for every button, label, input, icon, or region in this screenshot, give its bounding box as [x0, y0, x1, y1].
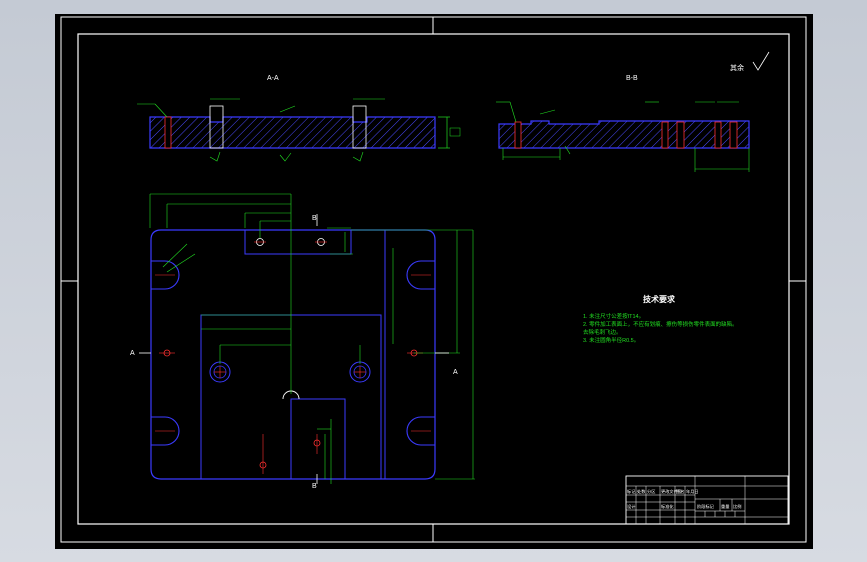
section-marker-b-bottom: B [312, 483, 317, 490]
title-cell-biaoji: 标记 [627, 488, 636, 495]
section-bb-label: B-B [626, 75, 638, 82]
tech-req-item-3: 3. 未注圆角半径R0.5。 [583, 336, 639, 344]
title-cell-bili: 比例 [733, 503, 741, 510]
title-cell-jieduan: 阶段标记 [697, 503, 715, 510]
title-cell-sheji: 设计 [627, 503, 635, 510]
sheet-frame [60, 16, 807, 543]
tech-req-item-2b: 去除毛刺飞边。 [583, 328, 622, 336]
section-marker-a-left: A [130, 350, 135, 357]
plan-view[interactable]: A A B B [130, 193, 475, 490]
section-marker-a-right: A [453, 369, 458, 376]
title-cell-genggai: 更改文件号 [661, 488, 682, 495]
title-cell-biaozhunhua: 标准化 [661, 503, 674, 510]
section-bb-view[interactable]: B-B [496, 75, 750, 172]
tech-req-item-2: 2. 零件加工表面上，不应有划痕、擦伤等损伤零件表面的缺陷。 [583, 320, 738, 328]
section-cut-markers [139, 214, 449, 484]
section-aa-view[interactable]: A-A [137, 75, 461, 162]
plan-dimensions [149, 193, 475, 484]
roughness-note: 其余 [730, 51, 770, 72]
centerlines [155, 241, 431, 474]
title-block[interactable]: 标记 处数 分区 更改文件号 签名 年月日 设计 标准化 阶段标记 重量 比例 [625, 475, 789, 525]
section-aa-label: A-A [267, 75, 279, 82]
title-cell-fenqu: 分区 [647, 488, 655, 495]
drawing-sheet[interactable]: A-A [55, 14, 813, 549]
title-cell-qianming: 签名 [676, 488, 684, 495]
title-cell-zhongliang: 重量 [721, 503, 729, 510]
tech-req-title: 技术要求 [643, 294, 676, 304]
drawing-canvas: A-A [60, 16, 807, 543]
technical-requirements: 技术要求 1. 未注尺寸公差按IT14。 2. 零件加工表面上，不应有划痕、擦伤… [583, 294, 738, 344]
section-marker-b-top: B [312, 215, 317, 222]
u-slots [151, 260, 435, 446]
plan-steps [200, 230, 386, 479]
roughness-note-text: 其余 [730, 63, 744, 72]
title-cell-chushu: 处数 [637, 488, 646, 495]
title-cell-nianyueri: 年月日 [686, 488, 699, 495]
tech-req-item-1: 1. 未注尺寸公差按IT14。 [583, 312, 644, 320]
